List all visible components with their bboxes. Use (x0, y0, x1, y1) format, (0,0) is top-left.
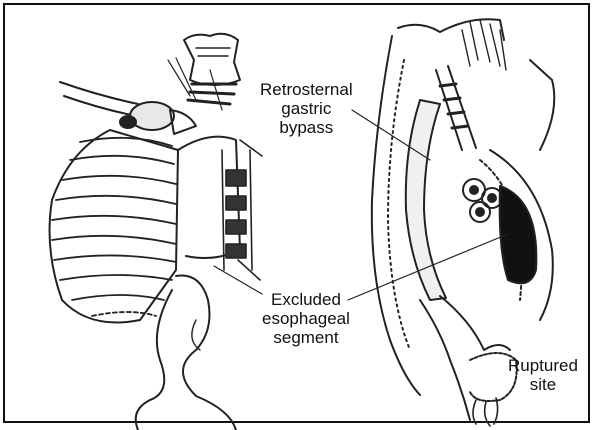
rib-cage-outline (50, 130, 178, 323)
frontal-view (50, 34, 262, 430)
leader-excluded-1 (214, 266, 262, 294)
trachea-rings (188, 84, 236, 104)
excluded-esophagus-mass (463, 179, 536, 283)
stomach (176, 276, 236, 430)
retrosternal-gastric-tube (406, 100, 446, 300)
leader-lines (214, 110, 508, 300)
label-retrosternal-gastric-bypass: Retrosternal gastric bypass (260, 80, 353, 137)
label-excluded-esophageal-segment: Excluded esophageal segment (262, 290, 350, 347)
ruptured-site (473, 398, 498, 426)
vertebral-ladder (222, 140, 262, 280)
label-ruptured-site: Ruptured site (508, 356, 578, 394)
spine-hatching (462, 20, 506, 70)
trachea-lateral (436, 66, 476, 150)
stomach-pull-up (130, 102, 174, 130)
